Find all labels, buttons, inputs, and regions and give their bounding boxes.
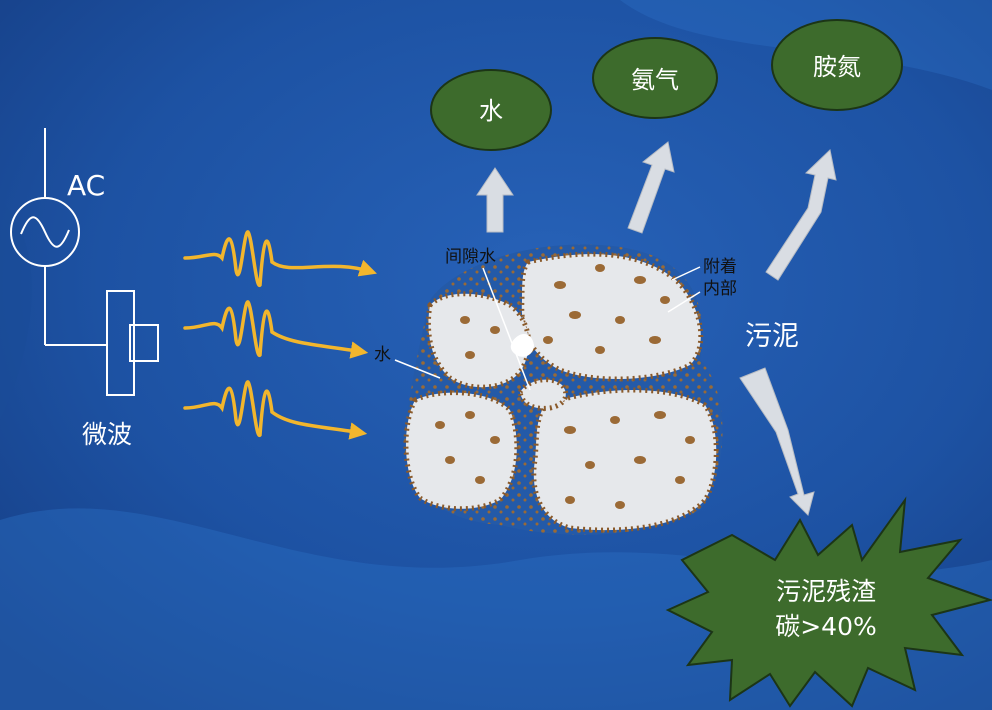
background-shade-left xyxy=(0,200,32,420)
sludge-label: 污泥 xyxy=(745,321,799,352)
residue-label-line1: 污泥残渣 xyxy=(776,577,876,606)
magnetron-antenna xyxy=(129,324,159,362)
microwave-wave-2 xyxy=(183,300,369,359)
pointer-lines xyxy=(394,266,701,391)
internal-spots xyxy=(435,264,695,509)
ac-circuit xyxy=(10,128,159,396)
microwave-wave-1 xyxy=(183,230,377,287)
ammonia-arrow xyxy=(627,141,675,234)
particle-bottom-left xyxy=(403,390,520,512)
residue-arrow xyxy=(739,367,815,516)
amine-arrow xyxy=(765,149,837,281)
water-label: 水 xyxy=(374,345,391,365)
internal-label: 内部 xyxy=(703,279,737,299)
internal-pointer xyxy=(667,291,701,313)
output-ammonia: 氨气 xyxy=(592,37,718,119)
water-droplet xyxy=(510,334,534,357)
residue-burst: 污泥残渣 碳>40% xyxy=(665,496,992,708)
particle-top-right xyxy=(519,251,704,382)
output-arrows xyxy=(476,141,837,516)
particle-left xyxy=(425,291,532,390)
attached-pointer xyxy=(671,266,701,281)
water-output-label: 水 xyxy=(479,97,503,125)
particle-bottom-right xyxy=(531,387,719,533)
ammonia-output-label: 氨气 xyxy=(631,66,679,94)
sine-wave-icon xyxy=(20,216,70,248)
pore-water-label: 间隙水 xyxy=(445,247,496,267)
output-amine: 胺氮 xyxy=(771,19,903,111)
water-arrow xyxy=(476,167,514,233)
pore-water-pointer xyxy=(482,267,531,391)
water-output-ellipse xyxy=(430,69,552,151)
sludge-floc xyxy=(403,244,723,535)
microwave-label: 微波 xyxy=(82,420,132,449)
particle-small xyxy=(517,377,569,411)
ac-label: AC xyxy=(67,169,105,202)
output-water: 水 xyxy=(430,69,552,151)
residue-starburst-shape xyxy=(665,496,992,708)
amine-output-ellipse xyxy=(771,19,903,111)
ammonia-output-ellipse xyxy=(592,37,718,119)
microwave-wave-3 xyxy=(183,380,368,440)
amine-output-label: 胺氮 xyxy=(813,53,861,81)
attached-label: 附着 xyxy=(703,257,737,277)
residue-label-line2: 碳>40% xyxy=(775,612,877,641)
water-pointer xyxy=(394,359,441,379)
magnetron-body xyxy=(106,290,135,396)
microwave-waves xyxy=(183,230,377,440)
